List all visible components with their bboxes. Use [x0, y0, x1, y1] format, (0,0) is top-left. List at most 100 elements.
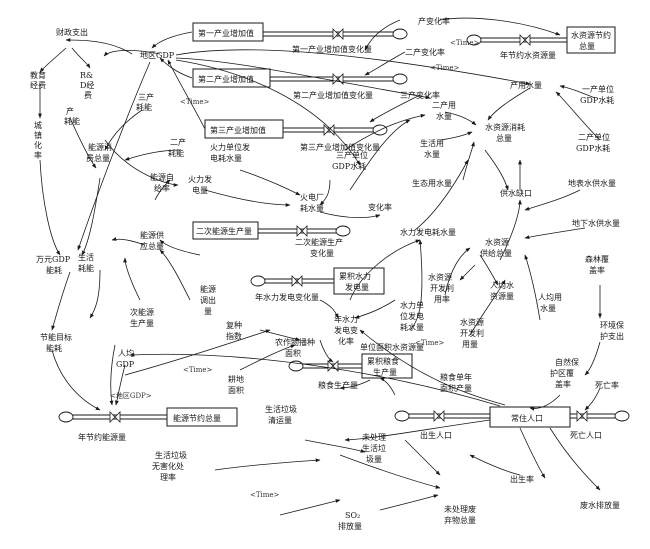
- var-per-gdp-2: GDP: [116, 360, 135, 369]
- var-birth-pop: 出生人口: [420, 430, 452, 440]
- var-r2: 二产变化率: [405, 47, 445, 57]
- var-ind2-energy-1: 二产: [170, 137, 186, 147]
- var-p2-change: 第二产业增加值变化量: [293, 90, 373, 100]
- var-grain: 粮食生产量: [318, 380, 358, 390]
- var-nature-3: 盖率: [555, 379, 571, 389]
- var-energy-out-2: 调出: [200, 295, 216, 305]
- var-hydro-rate-3: 化率: [338, 336, 354, 346]
- var-annual-water-save: 年节约水资源量: [500, 50, 556, 60]
- var-untreated-2: 生活垃: [362, 443, 386, 453]
- var-ind2-water-2: 水量: [436, 111, 452, 121]
- var-untreated-1: 未处理: [362, 432, 386, 442]
- var-multi-crop-2: 指数: [226, 331, 242, 341]
- stock-s1: 第一产业增加值: [198, 28, 254, 38]
- var-harmless-2: 无害化处: [152, 461, 184, 471]
- var-ind-energy-2: 耗能: [64, 116, 80, 126]
- var-water-consume-2: 总量: [496, 133, 512, 143]
- time-tag-4: <Time>: [183, 366, 213, 374]
- var-env-2: 护支出: [600, 331, 624, 341]
- var-urban-1: 城: [34, 121, 42, 130]
- stock-s6-l1: 累积粮食: [367, 356, 399, 366]
- var-gdp-energy-2: 能耗: [46, 265, 62, 275]
- var-hydro-unit-2: 位发电: [400, 311, 424, 321]
- var-energy-out-3: 量: [204, 307, 212, 316]
- var-crop-area-1: 农作物播种: [275, 337, 315, 347]
- var-water-dev-2: 开发利: [460, 328, 484, 338]
- var-ind3-energy-1: 三产: [138, 92, 154, 102]
- var-urban-3: 化: [34, 140, 42, 150]
- var-water-dev-rate-2: 开发利: [430, 283, 454, 293]
- var-ind3-energy-2: 耗能: [136, 102, 152, 112]
- var-water-supply-2: 供给总量: [480, 248, 512, 258]
- var-harmless-3: 理率: [160, 472, 176, 482]
- var-birth-rate: 出生率: [510, 474, 534, 484]
- var-harmless-1: 生活垃圾: [155, 450, 187, 460]
- var-water-dev-3: 用量: [462, 340, 478, 349]
- stock-s9-l1: 水资源节约: [571, 30, 611, 40]
- gdp-tag: <地区GDP>: [110, 391, 152, 400]
- stock-s2: 第二产业增加值: [198, 74, 254, 84]
- var-hydro-rate-1: 年水力: [334, 314, 358, 324]
- var-urban-2: 镇: [34, 130, 42, 140]
- var-life-water-2: 水量: [424, 149, 440, 159]
- var-energy-self-2: 给率: [154, 183, 170, 193]
- var-wastewater: 废水排放量: [580, 500, 620, 510]
- var-annual-energy-save: 年节约能源量: [78, 432, 126, 442]
- var-p3-change: 第三产业增加值变化量: [300, 142, 380, 152]
- var-so2-2: 排放量: [338, 521, 362, 531]
- var-per-use-1: 人均用: [538, 292, 562, 302]
- var-thermal-unit-1: 火力单位发: [210, 142, 250, 152]
- var-surface-water: 地表水供水量: [568, 178, 616, 188]
- var-ind-energy-1: 产: [66, 106, 74, 116]
- var-energy-target-2: 能耗: [46, 343, 62, 353]
- stock-s8: 常住人口: [511, 413, 543, 423]
- var-untreated-waste-2: 弃物总量: [444, 515, 476, 525]
- var-energy-target-1: 节能目标: [40, 332, 72, 342]
- var-ind2-energy-2: 耗能: [168, 148, 184, 158]
- var-edu: 教育: [30, 70, 46, 80]
- var-energy-out-1: 能源: [200, 284, 216, 294]
- time-tag-6: <Time>: [250, 491, 280, 499]
- var-thermal-unit-2: 电耗水量: [210, 153, 242, 163]
- variable-labels: 财政支出 教育 经费 R& D经 费 城 镇 化 率 产 耗能 地区GDP 第一…: [30, 16, 624, 531]
- var-water-supply-1: 水资源: [485, 237, 509, 247]
- var-ind2-water-1: 二产用: [432, 100, 456, 110]
- var-garbage-2: 清运量: [268, 415, 292, 425]
- var-hydro-unit-1: 水力单: [400, 300, 424, 310]
- var-ind2-unit-2: GDP水耗: [576, 143, 610, 153]
- var-energy-supply-2: 应总量: [140, 241, 164, 251]
- stock-s9-l2: 总量: [579, 41, 595, 51]
- shadow-variable-tags: <Time> <Time> <Time> <Time> <Time> <Time…: [110, 39, 480, 499]
- var-hydro-water: 水力发电耗水量: [400, 227, 456, 237]
- stock-labels: 第一产业增加值 第二产业增加值 第三产业增加值 二次能源生产量 累积水力 发电量…: [173, 28, 611, 423]
- var-ind2-unit-1: 二产单位: [578, 132, 610, 142]
- var-life-water-1: 生活用: [420, 138, 444, 148]
- var-nature-2: 护区覆: [550, 368, 574, 378]
- var-hydro-unit-3: 耗水量: [400, 322, 424, 332]
- var-edu-2: 经费: [30, 80, 46, 90]
- var-eco-water: 生态用水量: [412, 178, 452, 188]
- var-unit-water: 单位面积水资源量: [360, 342, 424, 352]
- var-ind1-unit-2: GDP水耗: [580, 95, 614, 105]
- causal-links: [38, 17, 602, 516]
- flow-valves: [109, 28, 588, 423]
- stock-boxes: [166, 22, 616, 428]
- var-rd-2: D经: [80, 80, 94, 90]
- var-thermal-water-1: 火电厂: [300, 192, 324, 202]
- stock-s5-l2: 发电量: [345, 282, 369, 292]
- var-energy-supply-1: 能源供: [140, 230, 164, 240]
- var-r1: 产变化率: [418, 16, 450, 26]
- var-untreated-3: 圾量: [366, 454, 382, 464]
- var-ind3-unit-2: GDP水耗: [332, 161, 366, 171]
- var-per-water-2: 资源量: [490, 291, 514, 301]
- var-sec-energy-change-1: 二次能源生产: [295, 237, 343, 247]
- var-per-gdp-1: 人均: [118, 348, 134, 358]
- var-water-dev-rate-3: 用率: [434, 294, 450, 304]
- var-death-pop: 死亡人口: [570, 430, 602, 440]
- var-forest-2: 盖率: [589, 265, 605, 275]
- var-garbage-1: 生活垃圾: [265, 404, 297, 414]
- var-life-energy-1: 生活: [78, 252, 94, 262]
- var-finance: 财政支出: [56, 27, 88, 37]
- var-arable-2: 面积: [228, 385, 244, 395]
- var-water-consume-1: 水资源消耗: [485, 122, 525, 132]
